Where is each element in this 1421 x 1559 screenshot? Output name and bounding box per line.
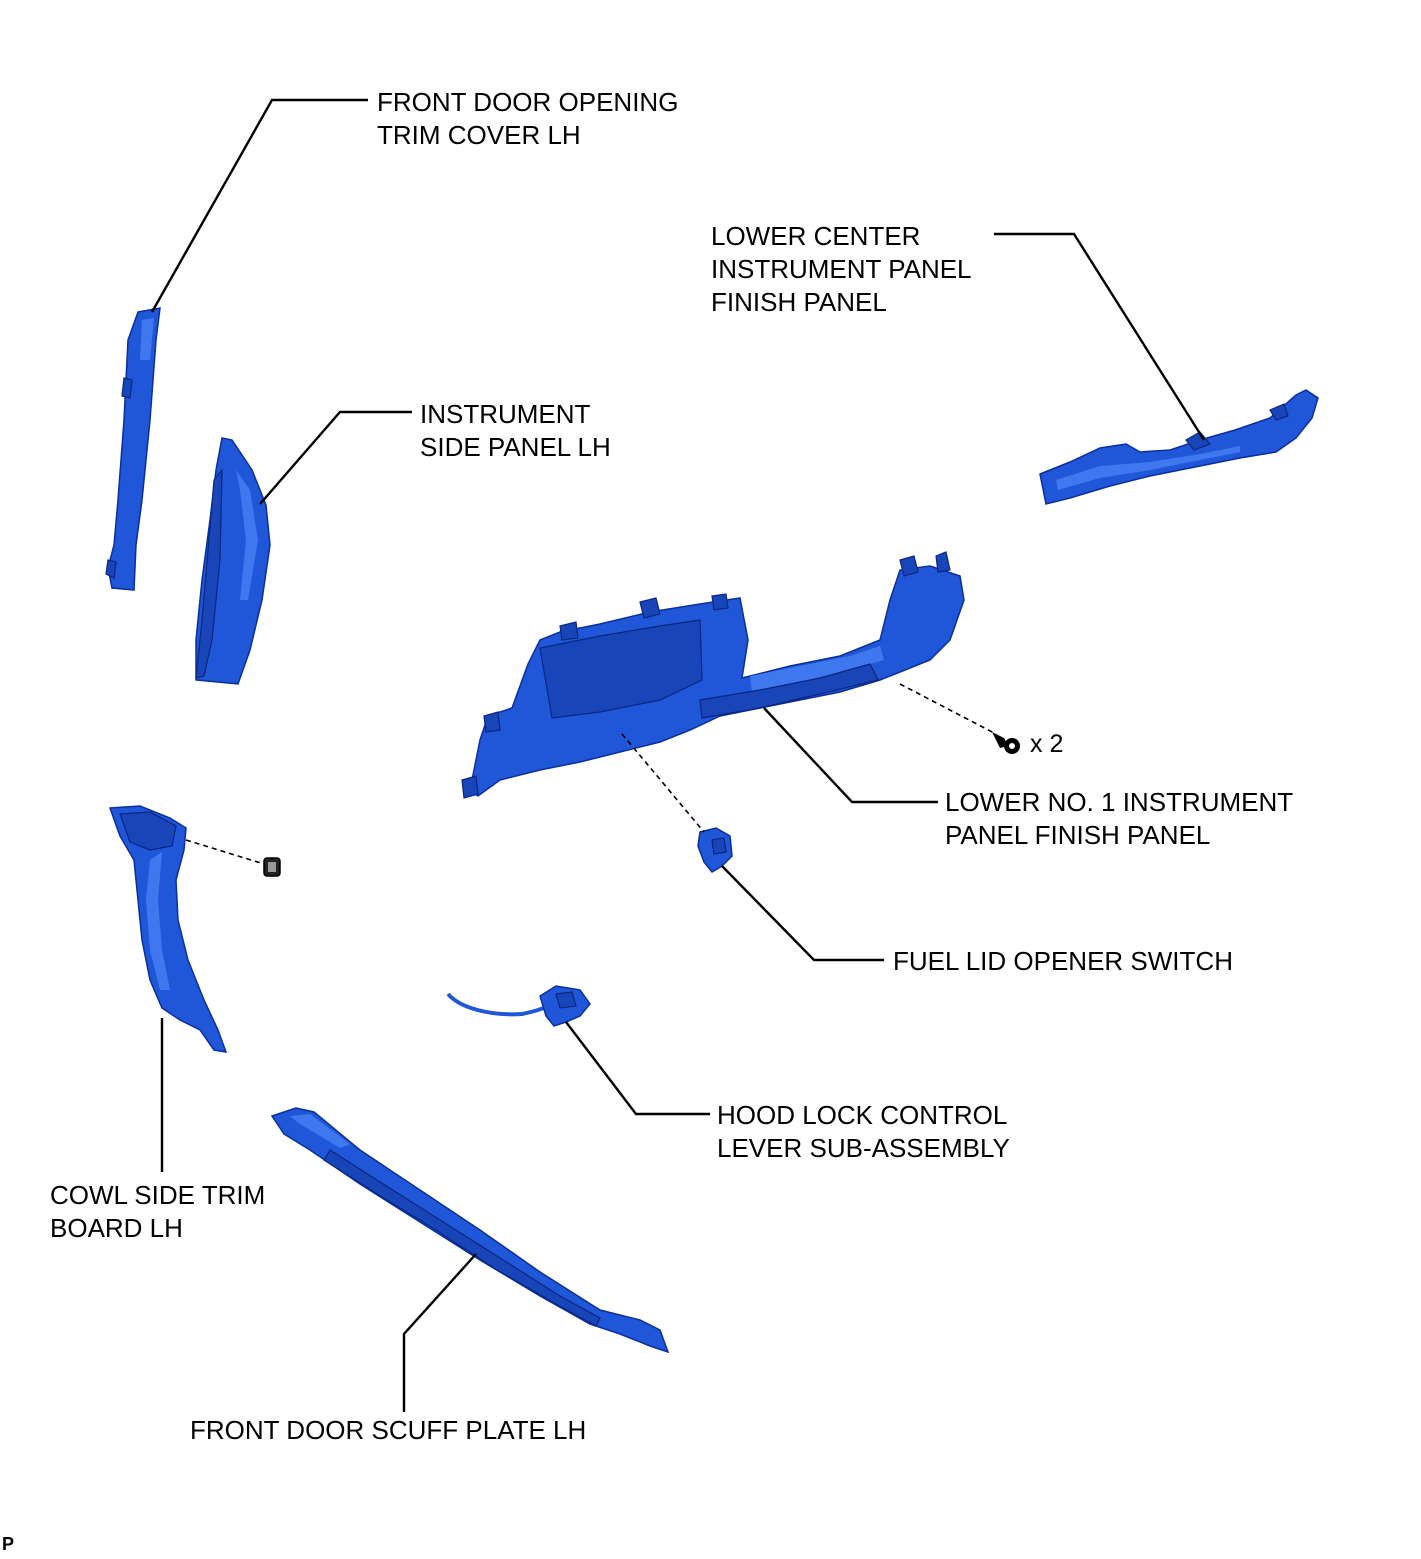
dash-fuel-switch	[621, 733, 705, 833]
label-line: LEVER SUB-ASSEMBLY	[717, 1133, 1010, 1163]
hood-lock-control-lever-part	[446, 985, 591, 1027]
label-lower-no1-panel: LOWER NO. 1 INSTRUMENT PANEL FINISH PANE…	[945, 786, 1293, 852]
lower-no1-instrument-panel-finish-panel-part	[461, 551, 965, 799]
label-front-door-scuff: FRONT DOOR SCUFF PLATE LH	[190, 1414, 586, 1447]
lower-center-instrument-panel-finish-panel-part	[1039, 389, 1319, 505]
front-door-scuff-plate-part	[270, 1107, 670, 1354]
label-line: BOARD LH	[50, 1213, 183, 1243]
label-line: FUEL LID OPENER SWITCH	[893, 946, 1233, 976]
dash-screw	[899, 683, 997, 735]
label-line: SIDE PANEL LH	[420, 432, 611, 462]
label-instrument-side-panel: INSTRUMENT SIDE PANEL LH	[420, 398, 611, 464]
leader-hood-lock-lever	[565, 1021, 710, 1116]
label-cowl-side-trim: COWL SIDE TRIM BOARD LH	[50, 1179, 265, 1245]
label-fuel-lid-switch: FUEL LID OPENER SWITCH	[893, 945, 1233, 978]
label-line: LOWER NO. 1 INSTRUMENT	[945, 787, 1294, 817]
leader-front-door-opening-trim	[150, 98, 368, 313]
screw-part	[992, 732, 1020, 754]
label-line: HOOD LOCK CONTROL	[717, 1100, 1008, 1130]
leader-instrument-side-panel	[259, 410, 412, 505]
label-line: INSTRUMENT	[420, 399, 591, 429]
label-line: FRONT DOOR OPENING	[377, 87, 679, 117]
leader-front-door-scuff	[402, 1253, 477, 1412]
label-line: PANEL FINISH PANEL	[945, 820, 1211, 850]
label-line: FINISH PANEL	[711, 287, 887, 317]
label-line: LOWER CENTER	[711, 221, 921, 251]
fuel-lid-opener-switch-part	[697, 827, 733, 873]
screw-quantity: x 2	[1030, 730, 1064, 758]
label-line: COWL SIDE TRIM	[50, 1180, 266, 1210]
label-line: INSTRUMENT PANEL	[711, 254, 972, 284]
label-line: FRONT DOOR SCUFF PLATE LH	[190, 1415, 587, 1445]
instrument-side-panel-part	[195, 437, 271, 685]
front-door-opening-trim-cover-part	[105, 307, 161, 591]
clip-part	[263, 857, 281, 877]
leader-fuel-lid-switch	[721, 865, 884, 962]
label-line: TRIM COVER LH	[377, 120, 581, 150]
label-hood-lock-lever: HOOD LOCK CONTROL LEVER SUB-ASSEMBLY	[717, 1099, 1010, 1165]
label-lower-center-panel: LOWER CENTER INSTRUMENT PANEL FINISH PAN…	[711, 220, 972, 319]
corner-mark: P	[2, 1534, 15, 1554]
dash-clip	[185, 839, 265, 865]
leader-lower-no1-panel	[763, 707, 938, 804]
label-front-door-opening-trim: FRONT DOOR OPENING TRIM COVER LH	[377, 86, 678, 152]
leader-lower-center-panel	[994, 232, 1206, 441]
cowl-side-trim-board-part	[108, 805, 228, 1053]
